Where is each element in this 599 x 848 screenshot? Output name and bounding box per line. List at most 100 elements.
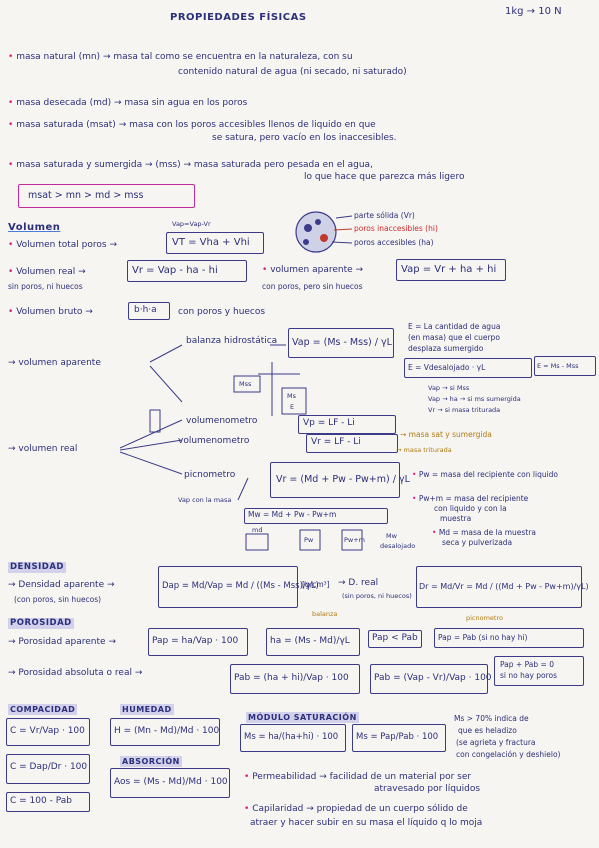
def-masa-natural: masa tal como se encuentra en la natural… [113, 52, 353, 62]
mw-box [244, 508, 388, 524]
pap-pab-eq: Pap = Pab (si no hay hi) [438, 633, 528, 642]
vol-total-text: Volumen total poros [16, 240, 107, 250]
poros-abs-text: Porosidad absoluta o real [18, 668, 132, 678]
vol-aparente-label: • volumen aparente → [262, 265, 364, 275]
sketch-pw: Pw [304, 536, 314, 544]
legend-parte-solida: parte sólida (Vr) [354, 211, 415, 220]
balanza-label: balanza hidrostática [186, 336, 278, 346]
poros-ap-box [148, 628, 248, 656]
sat-note-2: que es heladizo [458, 726, 517, 735]
term-masa-natural: masa natural [16, 52, 76, 62]
dens-ap-formula: Dap = Md/Vap = Md / ((Ms - Mss)/γL) [162, 581, 319, 591]
heading-saturacion: MÓDULO SATURACIÓN [246, 712, 359, 723]
pwm-def-2: con liquido y con la [434, 504, 507, 513]
pw-def-text: Pw = masa del recipiente con liquido [418, 470, 559, 479]
sketch-ms: Ms [287, 392, 296, 400]
legend-poros-accesibles: poros accesibles (ha) [354, 238, 434, 247]
e-def-1: E = La cantidad de agua [408, 322, 501, 331]
term-masa-desecada: masa desecada [16, 98, 87, 108]
case-1: Vap → si Mss [428, 384, 470, 392]
e-formula: E = Vdesalojado · γL [408, 363, 486, 372]
perm-label: Permeabilidad [252, 772, 317, 782]
sketch-mss: Mss [239, 380, 252, 388]
pap-pab-cmp-box [368, 630, 422, 648]
ha-box [266, 628, 360, 656]
vol-aparente-text: volumen aparente [270, 265, 353, 275]
sat-f2: Ms = Pap/Pab · 100 [356, 732, 439, 742]
pap-pab-sum-box [494, 656, 584, 686]
mass-inequality-box [18, 184, 195, 208]
cap-line: • Capilaridad → propiedad de un cuerpo s… [244, 804, 468, 814]
cap-def-2: atraer y hacer subir en su masa el líqui… [250, 818, 483, 828]
vol-bruto-text: Volumen bruto [16, 307, 83, 317]
pwm-def-3: muestra [440, 514, 472, 523]
masa-saturada-line: • masa saturada (msat) → masa con los po… [8, 120, 376, 130]
sketch-pwm: Pw+m [344, 536, 366, 544]
vp-formula: Vp = LF - Li [303, 418, 355, 428]
comp-f2: C = Dap/Dr · 100 [10, 762, 88, 772]
masa-sumergida-line: • masa saturada y sumergida → (mss) → ma… [8, 160, 373, 170]
comp-f3-box [6, 792, 90, 812]
vr-note-2-text: masa triturada [403, 446, 452, 454]
pap-pab-sum: Pap + Pab = 0 [500, 660, 554, 669]
dens-ap-label: → Densidad aparente → [8, 580, 115, 590]
case-3: Vr → si masa triturada [428, 406, 501, 414]
pwm-def-1-text: Pw+m = masa del recipiente [418, 494, 529, 503]
vol-real-text: Volumen real [16, 267, 76, 277]
vol-bruto-note: con poros y huecos [178, 307, 266, 317]
e-formula-box [404, 358, 532, 378]
dens-unit: [g/cm³] [302, 580, 330, 589]
heading-porosidad: POROSIDAD [8, 618, 74, 629]
dens-real-box [416, 566, 582, 608]
sat-note-3: (se agrieta y fractura [456, 738, 536, 747]
volumenometro-1: volumenometro [186, 416, 258, 426]
vol-total-formula: VT = Vha + Vhi [172, 237, 250, 248]
def-masa-saturada: masa con los poros accesibles llenos de … [129, 120, 376, 130]
aparente-block-label: → volumen aparente [8, 358, 101, 368]
mass-inequality: msat > mn > md > mss [28, 190, 144, 201]
vol-total-box [166, 232, 264, 254]
sat-note-4: con congelación y deshielo) [456, 750, 561, 759]
sketch-mw: Mw [386, 532, 397, 540]
picno-formula-box [270, 462, 400, 498]
ha-formula: ha = (Ms - Md)/γL [270, 636, 350, 646]
mw-formula: Mw = Md + Pw - Pw+m [248, 510, 337, 519]
dens-ap-note: (con poros, sin huecos) [14, 595, 102, 604]
term-masa-sumergida: masa saturada y sumergida [16, 160, 143, 170]
cap-def-1: propiedad de un cuerpo sólido de [316, 804, 468, 814]
poros-ap-label: → Porosidad aparente → [8, 637, 116, 647]
sat-f1-box [240, 724, 346, 752]
vol-bruto-formula: b·h·a [134, 305, 157, 315]
abs-f: Aos = (Ms - Md)/Md · 100 [114, 777, 228, 787]
vol-bruto-label: • Volumen bruto → [8, 307, 93, 317]
hum-f1: H = (Mn - Md)/Md · 100 [114, 726, 220, 736]
e-formula2-box [534, 356, 596, 376]
perm-def-1: facilidad de un material por ser [329, 772, 472, 782]
def-masa-sumergida: masa saturada pero pesada en el agua, [193, 160, 373, 170]
vap-note: Vap=Vap-Vr [172, 220, 211, 228]
sat-f1: Ms = ha/(ha+hi) · 100 [244, 732, 339, 742]
comp-f1-box [6, 718, 90, 746]
term-masa-saturada: masa saturada [16, 120, 84, 130]
heading-densidad: DENSIDAD [8, 562, 66, 573]
vr-box [306, 434, 398, 453]
vol-real-formula: Vr = Vap - ha - hi [132, 265, 218, 276]
poros-abs-formula: Pab = (ha + hi)/Vap · 100 [234, 673, 349, 683]
sym-md: (md) [89, 98, 112, 108]
dens-ap-box [158, 566, 298, 608]
dens-real-note: (sin poros, ni huecos) [342, 592, 412, 600]
pap-pab-eq-box [434, 628, 584, 648]
vap-balanza-formula: Vap = (Ms - Mss) / γL [292, 337, 392, 348]
vol-real-note: sin poros, ni huecos [8, 282, 83, 291]
picno-formula: Vr = (Md + Pw - Pw+m) / γL [276, 474, 410, 485]
vr-note-2: → masa triturada [396, 446, 452, 454]
comp-f2-box [6, 754, 90, 784]
sym-mn: (mn) [78, 52, 101, 62]
page-title: PROPIEDADES FÍSICAS [170, 12, 307, 23]
aparente-block-text: volumen aparente [18, 358, 101, 368]
sym-msat: (msat) [86, 120, 116, 130]
vap-balanza-box [288, 328, 394, 358]
pwm-def-1: • Pw+m = masa del recipiente [412, 494, 529, 503]
dens-balanza: balanza [312, 610, 338, 618]
abs-f-box [110, 768, 230, 798]
